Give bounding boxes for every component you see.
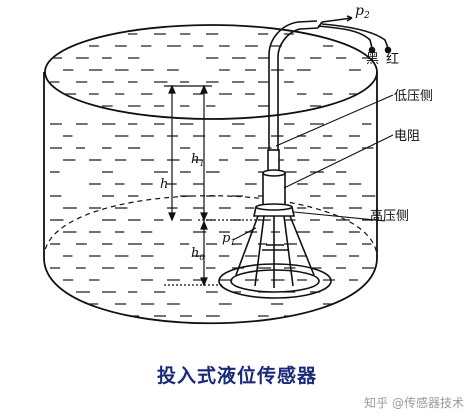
liquid-hatch-top (50, 33, 376, 107)
tank-top-rim (44, 24, 378, 120)
liquid-hatch-body (50, 123, 376, 317)
leader-lines (232, 94, 394, 241)
label-p1: p1 (222, 231, 235, 247)
watermark: 知乎 @传感器技术 (364, 396, 464, 410)
probe-body (262, 172, 286, 208)
label-h: h (160, 177, 168, 192)
label-h0: h0 (191, 246, 204, 262)
cable (268, 15, 392, 168)
label-h1: h1 (191, 152, 204, 168)
tank-bottom-front (43, 257, 378, 325)
label-red: 红 (386, 51, 399, 67)
label-black: 黑 (366, 52, 379, 67)
diagram-caption: 投入式液位传感器 (156, 365, 317, 387)
label-high-pressure-side: 高压侧 (370, 208, 409, 224)
label-p2: p2 (355, 3, 370, 21)
probe-cage (235, 215, 315, 288)
sensor-probe (218, 149, 332, 299)
probe-base-ring (218, 263, 332, 299)
tank-bottom-back (43, 195, 378, 259)
label-resistor: 电阻 (394, 129, 420, 144)
label-low-pressure-side: 低压侧 (394, 89, 433, 104)
dimension-lines (164, 84, 262, 287)
